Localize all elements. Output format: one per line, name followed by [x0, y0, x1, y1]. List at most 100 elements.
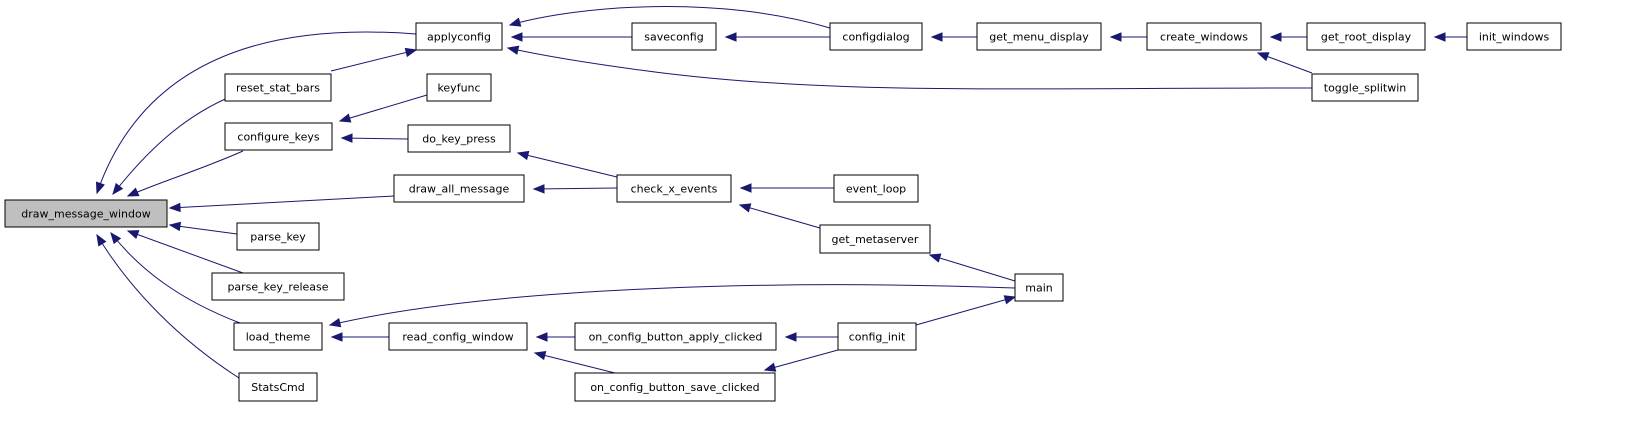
- edge-toggle_splitwin-to-create_windows: [1256, 52, 1313, 74]
- edge-create_windows-to-get_menu_display: [1109, 32, 1147, 42]
- node-configdialog[interactable]: configdialog: [829, 22, 923, 51]
- edge-config_init-to-on_config_button_save_clicked: [763, 349, 839, 372]
- node-label: saveconfig: [644, 31, 703, 44]
- edge-event_loop-to-check_x_events: [739, 183, 834, 193]
- node-box: [829, 22, 923, 51]
- edge-line: [339, 94, 428, 122]
- edge-line: [915, 296, 1016, 326]
- edge-reset_stat_bars-to-applyconfig: [330, 47, 418, 72]
- arrowhead: [784, 332, 797, 342]
- node-get_root_display[interactable]: get_root_display: [1306, 22, 1426, 51]
- node-label: do_key_press: [422, 133, 496, 146]
- node-reset_stat_bars[interactable]: reset_stat_bars: [224, 73, 332, 102]
- node-label: applyconfig: [427, 31, 491, 44]
- edge-read_config_window-to-load_theme: [330, 332, 389, 342]
- arrowhead: [535, 332, 548, 342]
- node-box: [4, 199, 168, 228]
- edge-reset_stat_bars-to-draw_message_window: [112, 92, 241, 196]
- node-box: [837, 322, 917, 351]
- edge-line: [127, 230, 244, 274]
- node-on_config_button_apply_clicked[interactable]: on_config_button_apply_clicked: [574, 322, 777, 351]
- node-label: configure_keys: [237, 131, 319, 144]
- node-saveconfig[interactable]: saveconfig: [631, 22, 717, 51]
- node-do_key_press[interactable]: do_key_press: [407, 124, 511, 153]
- node-check_x_events[interactable]: check_x_events: [616, 174, 732, 203]
- node-label: parse_key_release: [227, 281, 328, 294]
- node-main[interactable]: main: [1014, 273, 1064, 302]
- edge-line: [96, 31, 417, 194]
- edges-layer: [95, 6, 1467, 379]
- node-event_loop[interactable]: event_loop: [833, 174, 919, 203]
- node-label: main: [1025, 282, 1053, 295]
- node-box: [819, 224, 931, 254]
- node-keyfunc[interactable]: keyfunc: [426, 73, 492, 102]
- node-box: [211, 272, 345, 301]
- node-box: [415, 22, 503, 51]
- edge-line: [533, 187, 618, 190]
- edge-saveconfig-to-applyconfig: [510, 32, 632, 42]
- node-label: toggle_splitwin: [1324, 82, 1407, 95]
- arrowhead: [168, 202, 181, 213]
- arrowhead: [1256, 52, 1270, 62]
- edge-configure_keys-to-draw_message_window: [126, 150, 244, 197]
- node-configure_keys[interactable]: configure_keys: [224, 122, 333, 151]
- edge-draw_all_message-to-draw_message_window: [168, 195, 395, 213]
- node-toggle_splitwin[interactable]: toggle_splitwin: [1311, 73, 1419, 102]
- edge-check_x_events-to-do_key_press: [516, 150, 618, 178]
- edge-init_windows-to-get_root_display: [1433, 32, 1467, 42]
- node-box: [574, 322, 777, 351]
- edge-on_config_button_save_clicked-to-read_config_window: [533, 350, 616, 374]
- node-parse_key[interactable]: parse_key: [236, 222, 320, 251]
- node-StatsCmd[interactable]: StatsCmd: [238, 372, 318, 402]
- node-applyconfig[interactable]: applyconfig: [415, 22, 503, 51]
- node-label: StatsCmd: [251, 381, 304, 394]
- node-label: on_config_button_apply_clicked: [589, 331, 763, 344]
- arrowhead: [724, 32, 737, 42]
- edge-do_key_press-to-configure_keys: [340, 133, 409, 143]
- node-label: keyfunc: [437, 82, 480, 95]
- node-create_windows[interactable]: create_windows: [1146, 22, 1262, 51]
- edge-line: [110, 232, 241, 324]
- node-config_init[interactable]: config_init: [837, 322, 917, 351]
- arrowhead: [738, 203, 752, 213]
- edge-configdialog-to-applyconfig: [508, 6, 831, 29]
- edge-line: [112, 92, 241, 195]
- arrowhead: [126, 230, 140, 240]
- edge-get_metaserver-to-check_x_events: [738, 203, 821, 229]
- node-box: [393, 174, 525, 203]
- node-draw_all_message[interactable]: draw_all_message: [393, 174, 525, 203]
- node-get_menu_display[interactable]: get_menu_display: [976, 22, 1102, 51]
- node-label: get_metaserver: [832, 233, 919, 246]
- node-on_config_button_save_clicked[interactable]: on_config_button_save_clicked: [574, 372, 776, 402]
- node-label: get_menu_display: [989, 31, 1089, 44]
- arrowhead: [1109, 32, 1122, 42]
- edge-line: [127, 150, 244, 197]
- node-get_metaserver[interactable]: get_metaserver: [819, 224, 931, 254]
- arrowhead: [1433, 32, 1446, 42]
- node-label: configdialog: [842, 31, 909, 44]
- arrowhead: [532, 184, 545, 194]
- edge-config_init-to-on_config_button_apply_clicked: [784, 332, 838, 342]
- node-label: event_loop: [846, 183, 906, 196]
- arrowhead: [506, 45, 520, 55]
- edge-line: [507, 47, 1313, 90]
- arrowhead: [338, 113, 352, 123]
- node-box: [574, 372, 776, 402]
- node-label: get_root_display: [1321, 31, 1412, 44]
- node-box: [224, 122, 333, 151]
- node-label: draw_message_window: [21, 208, 150, 221]
- node-read_config_window[interactable]: read_config_window: [388, 322, 528, 351]
- edge-load_theme-to-draw_message_window: [110, 231, 241, 324]
- node-draw_message_window[interactable]: draw_message_window: [4, 199, 168, 228]
- node-label: on_config_button_save_clicked: [590, 381, 759, 394]
- node-load_theme[interactable]: load_theme: [233, 322, 323, 351]
- node-box: [233, 322, 323, 351]
- arrowhead: [533, 350, 547, 361]
- node-parse_key_release[interactable]: parse_key_release: [211, 272, 345, 301]
- arrowhead: [739, 183, 752, 193]
- edge-line: [341, 137, 409, 140]
- arrowhead: [1003, 295, 1017, 305]
- node-label: read_config_window: [402, 331, 513, 344]
- node-label: check_x_events: [631, 183, 718, 196]
- node-init_windows[interactable]: init_windows: [1466, 22, 1562, 51]
